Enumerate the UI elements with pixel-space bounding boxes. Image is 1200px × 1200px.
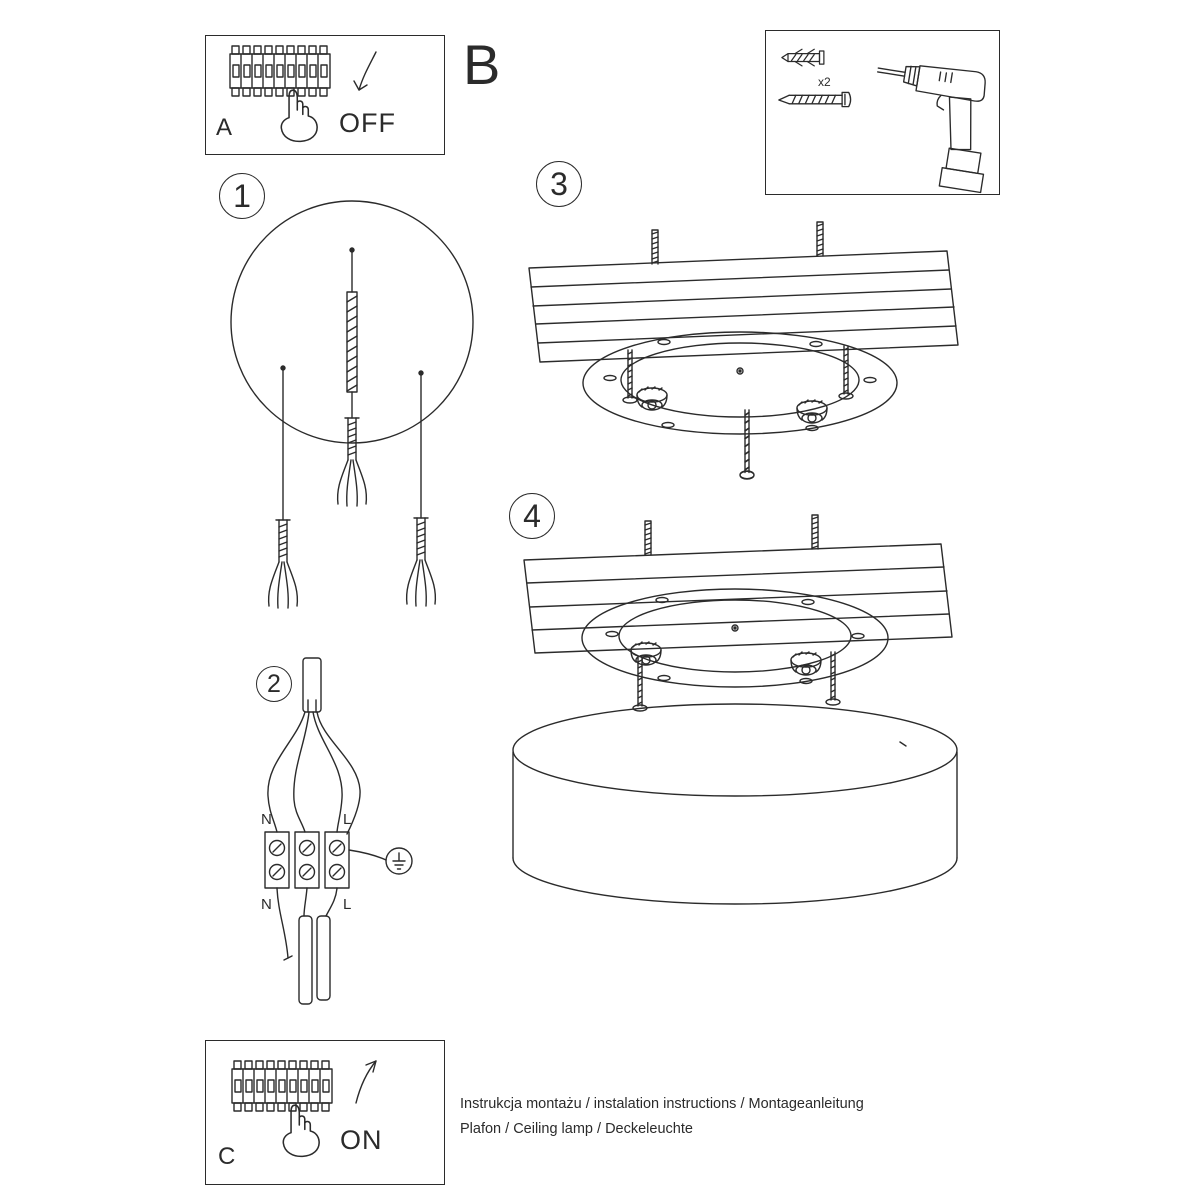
step-b-label: B — [463, 33, 501, 96]
stud-screw — [811, 514, 819, 550]
footer-line-2: Plafon / Ceiling lamp / Deckeleuchte — [460, 1121, 693, 1137]
stud-screw — [644, 520, 652, 556]
ground-symbol — [348, 847, 413, 875]
tools-box: x2 — [765, 30, 1000, 195]
fixing-screw — [838, 345, 854, 400]
stud-screw — [651, 229, 659, 265]
step-2-number: 2 — [267, 669, 281, 698]
lamp-socket — [790, 651, 822, 676]
breaker-on-drawing — [231, 1060, 377, 1158]
wire-label-n-bottom: N — [261, 896, 272, 913]
stud-screw — [816, 221, 824, 257]
step-2-badge: 2 — [256, 666, 292, 702]
wall-plug-quantity: x2 — [818, 75, 831, 89]
lamp-socket — [636, 386, 668, 411]
shade-screw — [825, 651, 841, 706]
step-4-badge: 4 — [509, 493, 555, 539]
drum-shade — [512, 703, 958, 905]
lamp-socket — [630, 641, 662, 666]
shade-screw — [632, 657, 648, 712]
step1-wall-plugs-drawing — [230, 200, 474, 609]
panel-c-label: C — [218, 1143, 236, 1170]
drill-icon — [876, 65, 986, 194]
pointing-hand-icon — [282, 1104, 320, 1158]
step-3-number: 3 — [550, 165, 568, 202]
long-center-screw — [739, 409, 755, 480]
off-label: OFF — [339, 108, 396, 138]
step4-shade-mounting-drawing — [512, 514, 958, 905]
step-1-badge: 1 — [219, 173, 265, 219]
wires-below-terminals — [276, 887, 338, 1005]
panel-breaker-on: C ON — [205, 1040, 445, 1185]
step-3-badge: 3 — [536, 161, 582, 207]
switch-on-arrow-icon — [355, 1060, 377, 1104]
on-label: ON — [340, 1125, 383, 1155]
step2-wiring-drawing — [264, 657, 413, 1005]
wire-label-n-top: N — [261, 811, 272, 828]
wire-label-l-top: L — [343, 811, 352, 828]
ceiling-board — [523, 543, 953, 654]
step-1-number: 1 — [233, 177, 251, 214]
screw-icon — [778, 91, 852, 108]
mounting-plate — [582, 331, 898, 435]
footer-line-1: Instrukcja montażu / instalation instruc… — [460, 1096, 864, 1112]
terminal-block — [264, 831, 350, 889]
wire-label-l-bottom: L — [343, 896, 352, 913]
step3-base-mounting-drawing — [528, 221, 959, 480]
wires-to-terminals — [267, 711, 361, 835]
panel-a-label: A — [216, 114, 233, 141]
supply-cable — [302, 657, 322, 713]
step-4-number: 4 — [523, 497, 541, 534]
wall-plug-icon — [781, 48, 825, 67]
mounting-plate — [581, 588, 889, 688]
panel-breaker-off: A OFF — [205, 35, 445, 155]
circuit-breaker-row — [231, 1060, 333, 1112]
ceiling-board — [528, 250, 959, 363]
